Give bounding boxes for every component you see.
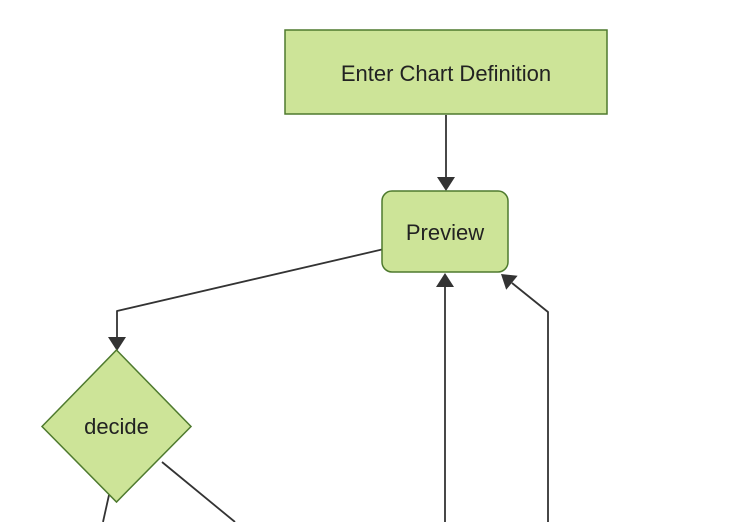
node-enter-chart-definition: Enter Chart Definition bbox=[284, 29, 608, 115]
node-decide: decide bbox=[40, 348, 193, 504]
edge-layer bbox=[102, 115, 549, 522]
node-preview: Preview bbox=[381, 190, 509, 273]
edge-decide-to-offscreen-bottom-left bbox=[102, 494, 110, 522]
diamond-shape bbox=[40, 348, 193, 504]
edge-offscreen-bottom-right-to-preview bbox=[511, 282, 549, 522]
arrowhead-into-decide-top bbox=[108, 337, 126, 351]
arrowhead-into-preview-bottom bbox=[436, 273, 454, 287]
arrowhead-into-preview-corner bbox=[501, 274, 518, 290]
node-label-decide: decide bbox=[84, 414, 149, 439]
rectangle-shape bbox=[284, 29, 608, 115]
node-label-preview: Preview bbox=[406, 220, 484, 245]
arrowhead-into-preview-top bbox=[437, 177, 455, 191]
rounded-rectangle-shape bbox=[381, 190, 509, 273]
edge-preview-to-decide bbox=[116, 248, 383, 337]
edge-decide-to-offscreen-bottom-right bbox=[161, 461, 236, 522]
node-label-enter-chart-definition: Enter Chart Definition bbox=[341, 61, 551, 86]
